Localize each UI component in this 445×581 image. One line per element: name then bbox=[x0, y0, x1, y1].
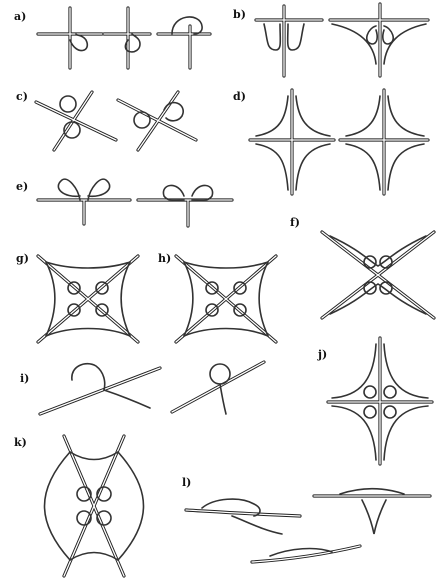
panel-label-a: a) bbox=[14, 10, 26, 23]
panel-l-diagram bbox=[184, 487, 432, 564]
panel-h-diagram bbox=[174, 254, 278, 344]
panel-d-diagram bbox=[248, 88, 430, 196]
panel-k-diagram bbox=[43, 434, 145, 578]
panel-c-diagram bbox=[34, 90, 198, 152]
panel-label-e: e) bbox=[16, 180, 28, 193]
panel-e-diagram bbox=[36, 178, 234, 228]
panel-label-k: k) bbox=[14, 436, 27, 449]
panel-i-diagram bbox=[38, 360, 266, 416]
panel-label-g: g) bbox=[16, 252, 29, 265]
panel-g-diagram bbox=[36, 254, 140, 344]
panel-a-diagram bbox=[36, 6, 212, 70]
panel-label-l: l) bbox=[182, 476, 191, 489]
panel-label-j: j) bbox=[317, 348, 327, 361]
panel-label-i: i) bbox=[20, 372, 29, 385]
panel-b-diagram bbox=[254, 2, 430, 78]
panel-label-d: d) bbox=[233, 90, 246, 103]
panel-label-h: h) bbox=[158, 252, 171, 265]
panel-j-diagram bbox=[326, 336, 434, 466]
panel-label-c: c) bbox=[16, 90, 28, 103]
panel-label-f: f) bbox=[290, 216, 300, 229]
panel-f-diagram bbox=[320, 230, 436, 320]
panel-label-b: b) bbox=[233, 8, 246, 21]
